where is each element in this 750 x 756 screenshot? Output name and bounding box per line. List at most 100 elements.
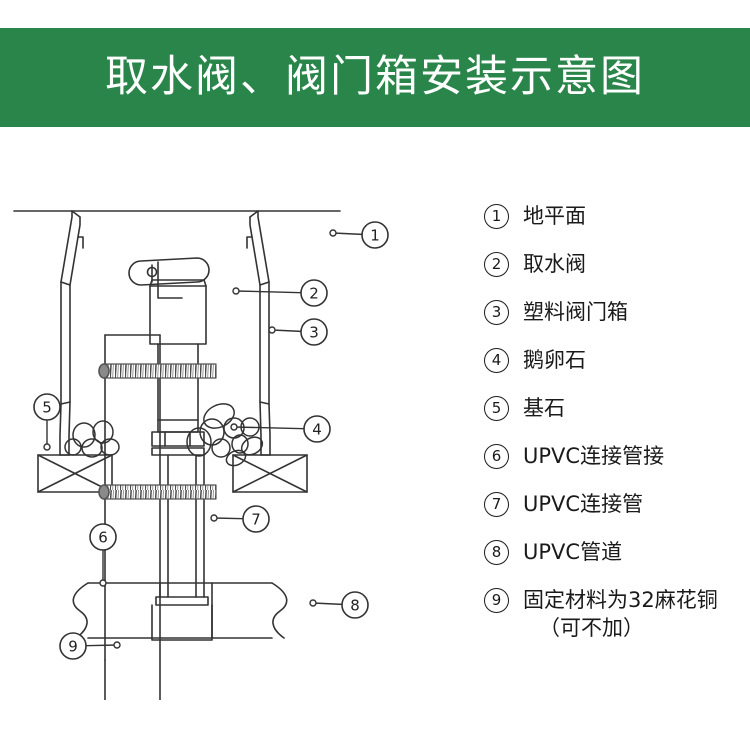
callout-number-6: 6 xyxy=(98,529,108,547)
legend-label-7: UPVC连接管 xyxy=(523,492,644,516)
riser-socket-fitting xyxy=(151,604,213,641)
binding-coil-upper xyxy=(103,363,217,379)
valve-box-right-wall-outer xyxy=(257,210,271,456)
legend-item-8: 8 UPVC管道 xyxy=(484,539,750,587)
valve-box-left-jog-upper xyxy=(60,281,71,286)
callout-number-3: 3 xyxy=(309,324,319,342)
valve-lever-bracket xyxy=(157,261,183,299)
callout-target-dot-9 xyxy=(113,641,121,649)
callout-target-dot-1 xyxy=(329,229,337,237)
callout-9: 9 xyxy=(59,632,121,660)
callout-leader-3 xyxy=(271,329,302,333)
legend-marker-1: 1 xyxy=(484,204,509,229)
callout-circle-6 xyxy=(89,523,117,551)
valve-base-nut xyxy=(151,431,205,447)
callout-leader-1 xyxy=(332,232,363,236)
callout-circle-5 xyxy=(33,393,61,421)
pebble xyxy=(211,438,231,458)
callout-leader-7 xyxy=(213,517,244,520)
callout-target-dot-6 xyxy=(99,579,107,587)
callout-number-1: 1 xyxy=(370,227,380,245)
legend-label-5: 基石 xyxy=(523,396,565,420)
valve-base-washer xyxy=(151,447,205,456)
pebble xyxy=(186,427,212,457)
valve-box-left-wall-inner xyxy=(68,216,81,456)
legend-text-wrap: 地平面 xyxy=(523,203,586,229)
valve-lower-barrel xyxy=(157,375,199,433)
legend-marker-2: 2 xyxy=(484,252,509,277)
valve-neck xyxy=(157,343,199,367)
legend-label-3: 塑料阀门箱 xyxy=(523,300,628,324)
legend-item-4: 4 鹅卵石 xyxy=(484,347,750,395)
binding-coil-lower-end xyxy=(98,484,110,500)
binding-coil-lower xyxy=(103,484,217,500)
callout-number-7: 7 xyxy=(251,511,261,529)
pebble xyxy=(225,449,247,467)
callout-1: 1 xyxy=(329,221,389,249)
legend-text-wrap: UPVC管道 xyxy=(523,539,622,565)
callout-number-8: 8 xyxy=(350,597,360,615)
binding-coil-upper-end xyxy=(98,363,110,379)
valve-lever-handle xyxy=(128,257,210,286)
legend-marker-4: 4 xyxy=(484,348,509,373)
callout-circle-9 xyxy=(59,632,87,660)
riser-coupling-band xyxy=(155,596,209,606)
legend-item-2: 2 取水阀 xyxy=(484,251,750,299)
main-pipe-break-right xyxy=(271,582,288,639)
callout-target-dot-3 xyxy=(268,326,276,334)
callout-2: 2 xyxy=(232,279,328,307)
pebble xyxy=(64,438,82,456)
base-stone-left-hatch-b xyxy=(37,454,113,493)
riser-pipe-group xyxy=(151,454,213,641)
callout-number-9: 9 xyxy=(68,638,78,656)
legend-label-2: 取水阀 xyxy=(523,252,586,276)
callout-number-2: 2 xyxy=(309,285,319,303)
callout-circle-7 xyxy=(242,505,270,533)
legend-label-sub-9: （可不加） xyxy=(539,616,644,640)
callout-number-5: 5 xyxy=(42,399,52,417)
base-stone-right-group xyxy=(232,454,308,493)
callout-circle-8 xyxy=(341,591,369,619)
valve-box-right-jog-lower xyxy=(259,401,270,405)
legend-marker-9: 9 xyxy=(484,588,509,613)
pebble xyxy=(100,438,120,456)
legend-label-8: UPVC管道 xyxy=(523,540,623,564)
legend-text-wrap: 取水阀 xyxy=(523,251,586,277)
callout-circle-3 xyxy=(300,318,328,346)
callout-leader-9 xyxy=(85,644,118,647)
legend-marker-3: 3 xyxy=(484,300,509,325)
callout-6: 6 xyxy=(89,523,117,587)
main-pipe-break-left xyxy=(72,582,89,639)
valve-box-right-notch xyxy=(246,236,253,249)
pebble xyxy=(231,434,249,454)
callout-target-dot-5 xyxy=(43,443,51,451)
legend-item-7: 7 UPVC连接管 xyxy=(484,491,750,539)
legend-marker-8: 8 xyxy=(484,540,509,565)
binding-coil-upper-group xyxy=(98,363,217,379)
valve-box-left-wall-outer xyxy=(59,210,73,456)
valve-box-left-lip xyxy=(71,210,81,218)
callout-5: 5 xyxy=(33,393,61,451)
connector-pointed-tip xyxy=(104,639,161,700)
valve-box-left-jog-lower xyxy=(60,401,71,405)
legend-item-3: 3 塑料阀门箱 xyxy=(484,299,750,347)
callout-leader-8 xyxy=(312,602,343,606)
legend-label-6: UPVC连接管接 xyxy=(523,444,665,468)
legend-text-wrap: 固定材料为32麻花铜 （可不加） xyxy=(523,587,718,643)
valve-box-right-jog-upper xyxy=(259,281,270,286)
legend-marker-7: 7 xyxy=(484,492,509,517)
legend-text-wrap: 鹅卵石 xyxy=(523,347,586,373)
valve-body xyxy=(149,285,207,345)
legend-item-9: 9 固定材料为32麻花铜 （可不加） xyxy=(484,587,750,645)
callout-8: 8 xyxy=(309,591,369,619)
callout-3: 3 xyxy=(268,318,328,346)
valve-box-right-lip xyxy=(249,210,259,218)
legend-label-9: 固定材料为32麻花铜 xyxy=(523,588,718,612)
base-stone-right xyxy=(232,454,308,493)
